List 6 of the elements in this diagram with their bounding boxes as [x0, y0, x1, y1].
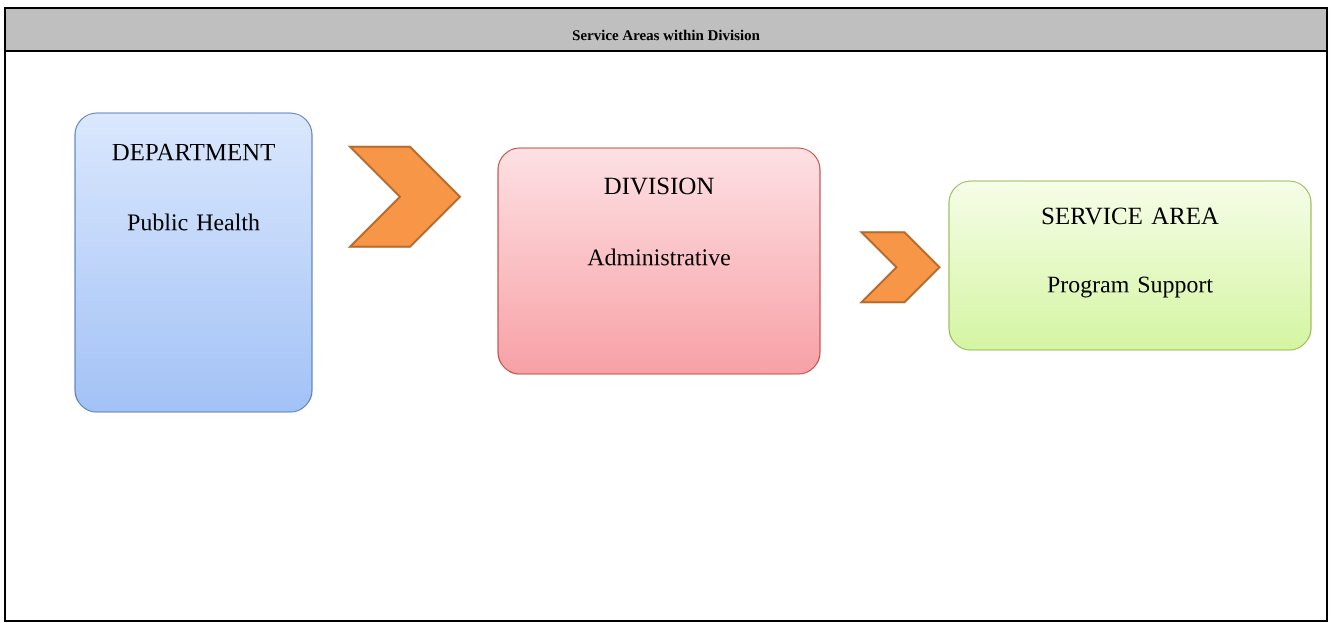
- chevron-arrow: [347, 145, 462, 248]
- process-box: DIVISION Administrative: [497, 147, 821, 375]
- chevron-arrow: [859, 231, 941, 304]
- process-box: DEPARTMENT Public Health: [74, 112, 313, 413]
- title-bar: Service Areas within Division: [4, 7, 1328, 52]
- process-box: SERVICE AREA Program Support: [948, 180, 1312, 351]
